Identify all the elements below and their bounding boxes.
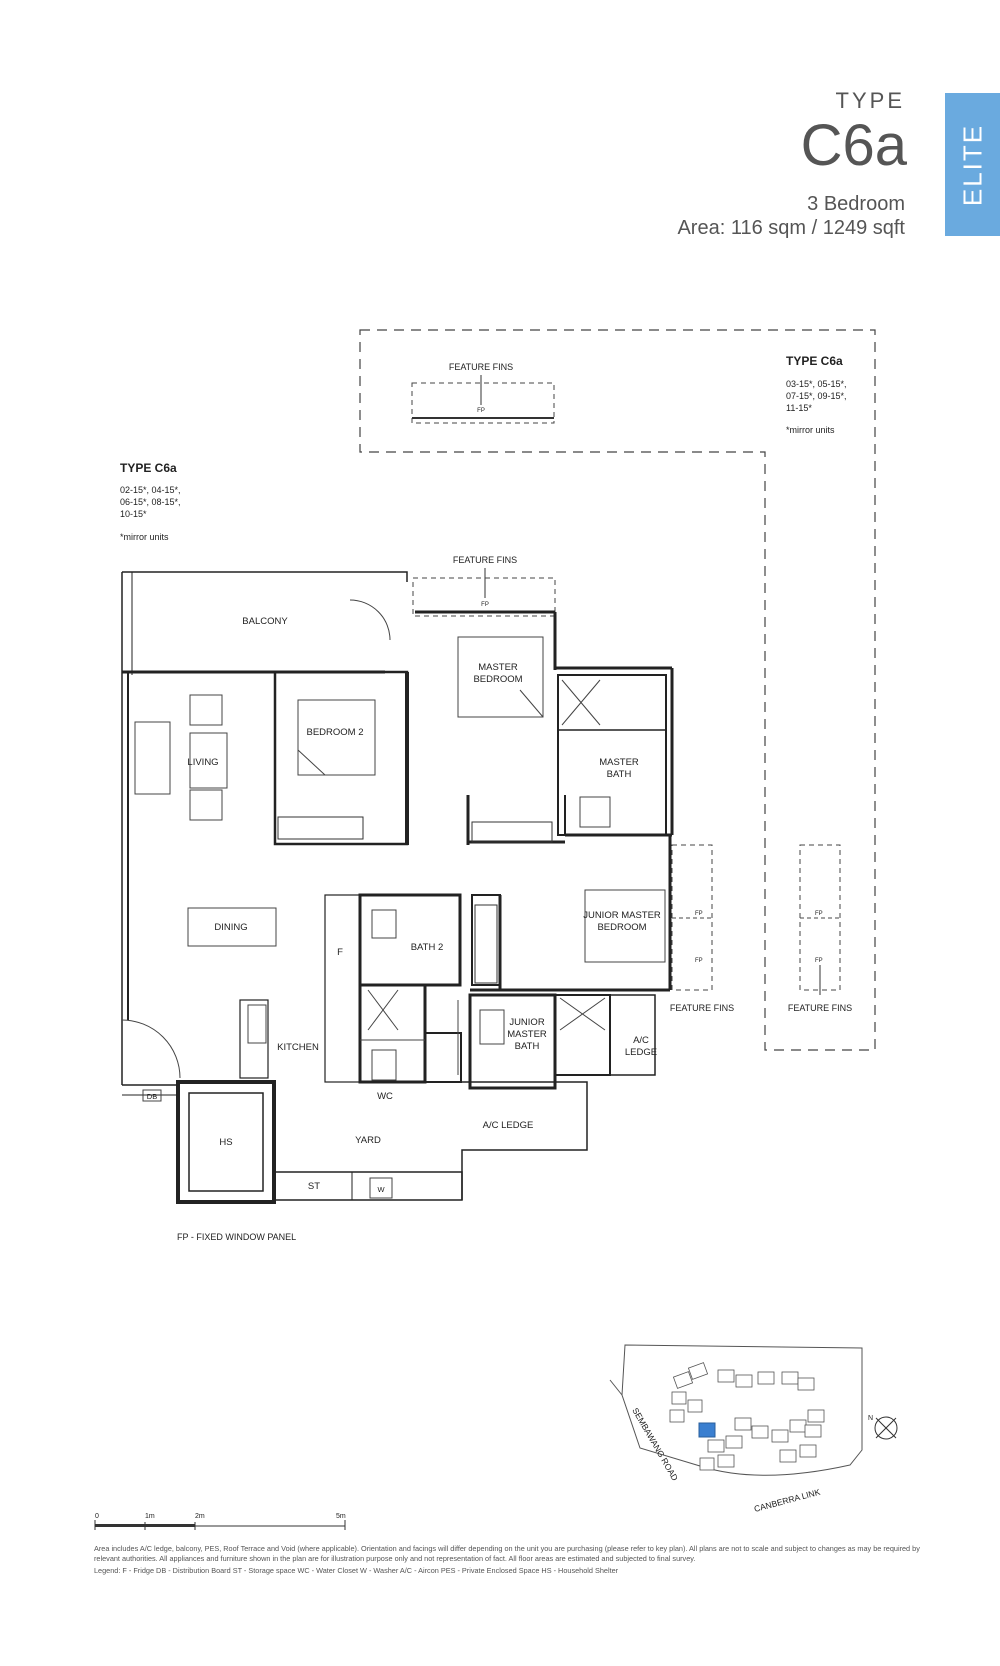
label-master-bath-2: BATH (607, 769, 632, 780)
label-bath-2: BATH 2 (411, 942, 444, 953)
left-type-block: TYPE C6a 02-15*, 04-15*, 06-15*, 08-15*,… (120, 461, 181, 542)
fp-label-right-4: FP (815, 958, 823, 964)
label-w: W (377, 1185, 385, 1194)
fp-label-right-1: FP (695, 911, 703, 917)
label-ac-ledge-small-2: LEDGE (625, 1047, 657, 1058)
feature-fins-top-label: FEATURE FINS (449, 362, 513, 372)
feature-fins-mid: FEATURE FINS FP (412, 555, 556, 617)
label-db: DB (147, 1092, 157, 1101)
label-master-bath-1: MASTER (599, 757, 639, 768)
left-units-line1: 02-15*, 04-15*, (120, 485, 181, 495)
left-mirror-note: *mirror units (120, 532, 169, 542)
elite-tab: ELITE (945, 93, 1000, 236)
north-label: N (868, 1415, 873, 1422)
label-wc: WC (377, 1091, 393, 1102)
room-labels: BALCONY MASTER BEDROOM MASTER BATH BEDRO… (147, 616, 661, 1194)
feature-fins-right1-label: FEATURE FINS (670, 1003, 734, 1013)
label-hs: HS (219, 1137, 232, 1148)
fp-legend: FP - FIXED WINDOW PANEL (177, 1232, 296, 1242)
scale-5m: 5m (336, 1513, 346, 1520)
label-junior-master-2: BEDROOM (597, 922, 646, 933)
label-bedroom-2: BEDROOM 2 (306, 727, 363, 738)
scale-bar: 0 1m 2m 5m (94, 1513, 346, 1530)
road-canberra: CANBERRA LINK (753, 1487, 822, 1514)
label-master-bedroom-1: MASTER (478, 662, 518, 673)
scale-0: 0 (95, 1513, 99, 1520)
label-junior-bath-2: MASTER (507, 1029, 547, 1040)
scale-1m: 1m (145, 1513, 155, 1520)
furniture (121, 599, 666, 1199)
label-junior-master-1: JUNIOR MASTER (583, 910, 661, 921)
fp-label-top: FP (477, 408, 485, 414)
label-master-bedroom-2: BEDROOM (473, 674, 522, 685)
feature-fins-top: FEATURE FINS FP (411, 362, 555, 424)
label-f: F (337, 947, 343, 958)
footer-disclaimer: Area includes A/C ledge, balcony, PES, R… (94, 1544, 920, 1563)
label-yard: YARD (355, 1135, 381, 1146)
floor-plan: FEATURE FINS FP TYPE C6a 03-15*, 05-15*,… (94, 329, 898, 1530)
label-junior-bath-3: BATH (515, 1041, 540, 1052)
north-arrow-icon: N (868, 1415, 898, 1440)
wardrobes (277, 816, 553, 984)
site-plan: SEMBAWANG ROAD CANBERRA LINK N (609, 1344, 898, 1514)
right-type-block: TYPE C6a 03-15*, 05-15*, 07-15*, 09-15*,… (786, 354, 847, 435)
fp-label-right-3: FP (815, 911, 823, 917)
label-kitchen: KITCHEN (277, 1042, 319, 1053)
label-dining: DINING (214, 922, 247, 933)
label-ac-ledge-small-1: A/C (633, 1035, 649, 1046)
left-units-line2: 06-15*, 08-15*, (120, 497, 181, 507)
type-label: TYPE (835, 88, 905, 113)
label-junior-bath-1: JUNIOR (509, 1017, 545, 1028)
unit-area: Area: 116 sqm / 1249 sqft (677, 217, 905, 239)
footer-legend: Legend: F - Fridge DB - Distribution Boa… (94, 1566, 619, 1575)
fp-label-right-2: FP (695, 958, 703, 964)
feature-fins-right: FP FP FEATURE FINS FP FP FEATURE FINS (670, 844, 852, 1013)
mirror-outline (359, 329, 876, 1051)
right-mirror-note: *mirror units (786, 425, 835, 435)
right-type-title: TYPE C6a (786, 354, 843, 368)
feature-fins-mid-label: FEATURE FINS (453, 555, 517, 565)
label-living: LIVING (187, 757, 218, 768)
fp-label-mid: FP (481, 602, 489, 608)
left-type-title: TYPE C6a (120, 461, 177, 475)
site-plan-highlight (698, 1422, 716, 1438)
unit-code: C6a (800, 113, 907, 178)
right-units-line3: 11-15* (786, 403, 812, 413)
label-st: ST (308, 1181, 320, 1192)
label-balcony: BALCONY (242, 616, 288, 627)
walls (121, 571, 674, 1204)
bedroom-count: 3 Bedroom (807, 193, 905, 215)
label-ac-ledge: A/C LEDGE (483, 1120, 534, 1131)
right-units-line1: 03-15*, 05-15*, (786, 379, 847, 389)
feature-fins-right2-label: FEATURE FINS (788, 1003, 852, 1013)
left-units-line3: 10-15* (120, 509, 147, 519)
right-units-line2: 07-15*, 09-15*, (786, 391, 847, 401)
scale-2m: 2m (195, 1513, 205, 1520)
